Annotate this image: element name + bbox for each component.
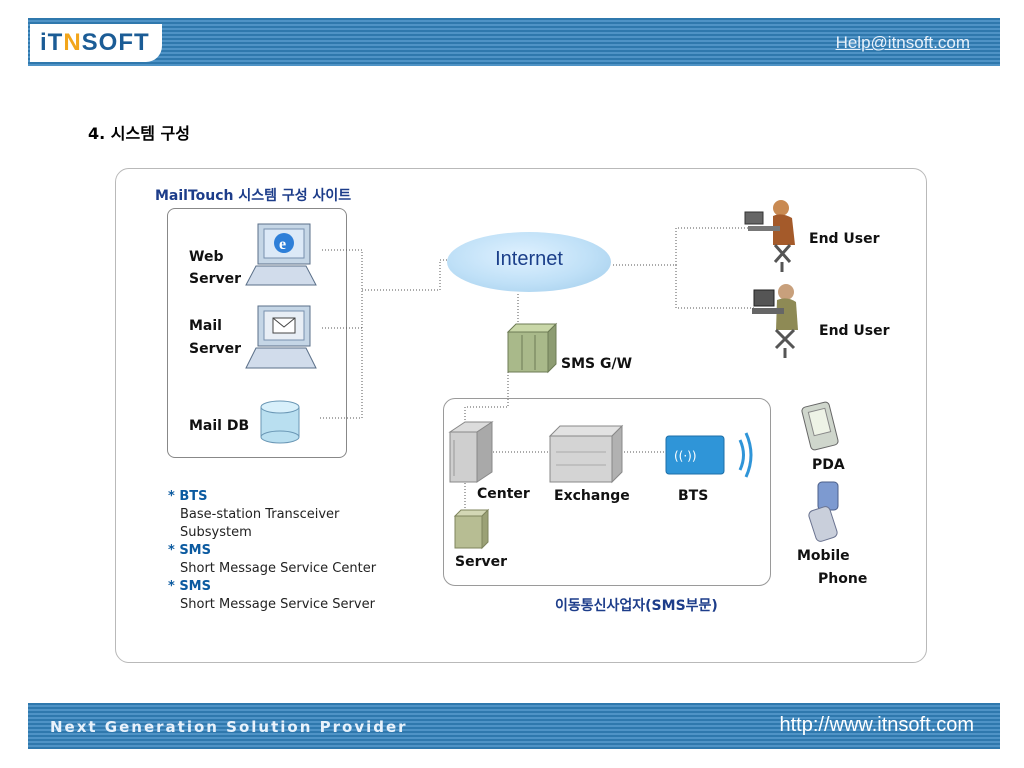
database-icon: [260, 400, 300, 444]
site-title: MailTouch 시스템 구성 사이트: [155, 188, 352, 204]
cloud-icon: [447, 232, 611, 292]
pda-label: PDA: [812, 457, 845, 473]
user-laptop-icon: [744, 200, 795, 272]
mobile-phone-icon: [808, 481, 839, 542]
tower-server-icon: [448, 421, 494, 483]
site-internet-line: [362, 259, 447, 291]
footer-band: [28, 703, 1000, 749]
legend-desc-bts-1: Base-station Transceiver: [180, 507, 340, 522]
sms-gw-label: SMS G/W: [561, 356, 633, 372]
server-icon: [453, 508, 490, 550]
end-user-label-1: End User: [809, 231, 880, 247]
exchange-label: Exchange: [554, 488, 630, 504]
svg-text:((·)): ((·)): [674, 449, 697, 463]
site-group-box: [167, 208, 347, 458]
mail-db-label: Mail DB: [189, 418, 250, 434]
pda-icon: [801, 401, 839, 451]
web-label-1: Web: [189, 249, 224, 265]
footer-url[interactable]: http://www.itnsoft.com: [779, 714, 974, 736]
server-label: Server: [455, 554, 508, 570]
carrier-label: 이동통신사업자(SMS부문): [555, 598, 718, 614]
mobile-label-2: Phone: [818, 571, 868, 587]
help-email-link[interactable]: Help@itnsoft.com: [835, 33, 970, 52]
mail-server-icon: [245, 305, 317, 369]
legend-abbr-sms-server: * SMS: [168, 579, 211, 594]
header-band: [28, 18, 1000, 66]
site-link-line: [318, 249, 363, 419]
mail-label-1: Mail: [189, 318, 222, 334]
bts-label: BTS: [678, 488, 709, 504]
legend-abbr-sms-center: * SMS: [168, 543, 211, 558]
legend-desc-sms-server: Short Message Service Server: [180, 597, 375, 612]
carrier-group-box: [443, 398, 771, 586]
mobile-label-1: Mobile: [797, 548, 850, 564]
center-label: Center: [477, 486, 530, 502]
footer-tagline: Next Generation Solution Provider: [50, 718, 408, 736]
user-desktop-icon: [752, 284, 798, 358]
bts-icon: ((·)): [665, 432, 753, 478]
svg-text:e: e: [279, 236, 286, 253]
gw-center-line: [464, 372, 509, 425]
internet-label: Internet: [495, 248, 563, 270]
legend: * BTS Base-station Transceiver Subsystem…: [168, 488, 376, 614]
end-user-label-2: End User: [819, 323, 890, 339]
legend-desc-bts-2: Subsystem: [180, 525, 252, 540]
web-server-icon: e: [245, 223, 317, 286]
mail-label-2: Server: [189, 341, 242, 357]
internet-user2-line: [675, 265, 755, 309]
exchange-icon: [548, 424, 624, 484]
gateway-rack-icon: [506, 322, 558, 374]
internet-user1-line: [613, 227, 755, 266]
legend-abbr-bts: * BTS: [168, 489, 208, 504]
web-label-2: Server: [189, 271, 242, 287]
section-title: 4. 시스템 구성: [88, 124, 190, 143]
legend-desc-sms-center: Short Message Service Center: [180, 561, 377, 576]
